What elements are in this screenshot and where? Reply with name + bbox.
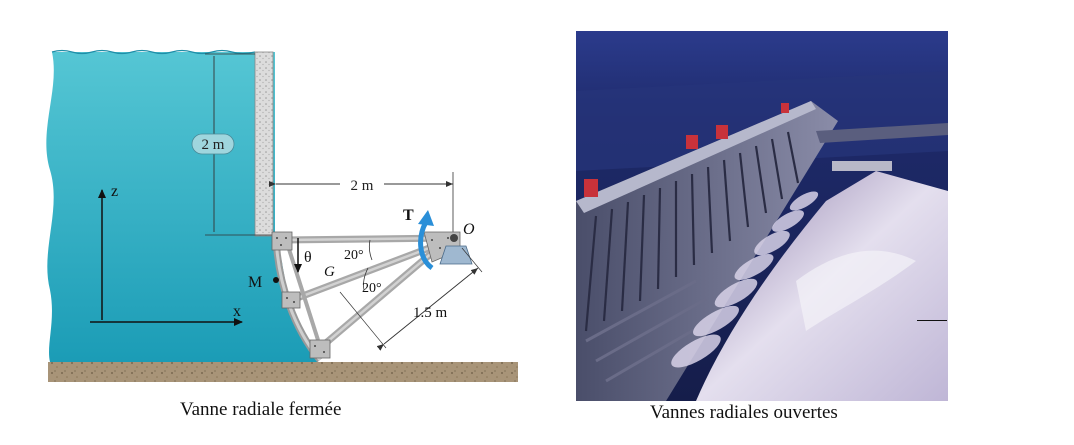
gantry-cranes (584, 103, 789, 197)
angle-arc-top (368, 239, 373, 261)
pivot-support (439, 245, 473, 265)
height-label: 2 m (202, 137, 225, 153)
torque-arrowhead (418, 210, 434, 226)
point-m-dot (273, 277, 279, 283)
gusset-bottom (309, 339, 331, 359)
torque-label: T (403, 207, 414, 224)
height-label-pill (191, 133, 235, 155)
pivot-pin (450, 234, 458, 242)
distant-block (832, 161, 892, 171)
horizontal-distance-label: 2 m (351, 178, 374, 194)
theta-label: θ (304, 249, 312, 266)
radius-label: 1.5 m (413, 305, 448, 321)
z-axis-label: z (111, 183, 118, 200)
x-axis-label: x (233, 303, 241, 320)
strut-bottom-highlight (319, 245, 441, 349)
spray-highlight (796, 250, 916, 331)
radius-dim-ext-1 (339, 291, 387, 349)
radius-dim-ext-2 (461, 247, 483, 273)
radial-gate-diagram: 2 m 2 m T O θ G 20° 20° 1.5 m M (46, 49, 518, 382)
center-label: G (324, 264, 335, 280)
radius-dim-line (376, 267, 479, 351)
angle-top-label: 20° (344, 248, 364, 263)
spillway-photo (576, 31, 948, 401)
left-caption: Vanne radiale fermée (180, 399, 342, 420)
point-m-label: M (248, 274, 262, 291)
angle-arc-bottom (363, 267, 369, 291)
horizontal-label-bg (340, 175, 384, 193)
side-tick-line (917, 320, 947, 321)
dam-piers (584, 131, 800, 332)
distant-structure (816, 123, 948, 143)
gusset-middle (281, 291, 301, 309)
brace-diagonal (286, 245, 320, 341)
gusset-top (271, 231, 293, 251)
water-region (46, 52, 319, 362)
dam-wall (254, 51, 274, 237)
pivot-label: O (463, 221, 475, 238)
right-caption: Vannes radiales ouvertes (650, 402, 838, 423)
water-jets (671, 191, 819, 368)
reservoir (576, 71, 948, 171)
water-surface (51, 49, 256, 55)
torque-arrow (418, 220, 434, 271)
dam-deck (576, 101, 816, 213)
strut-top-highlight (281, 236, 454, 242)
ground (48, 362, 518, 382)
angle-bottom-label: 20° (362, 281, 382, 296)
